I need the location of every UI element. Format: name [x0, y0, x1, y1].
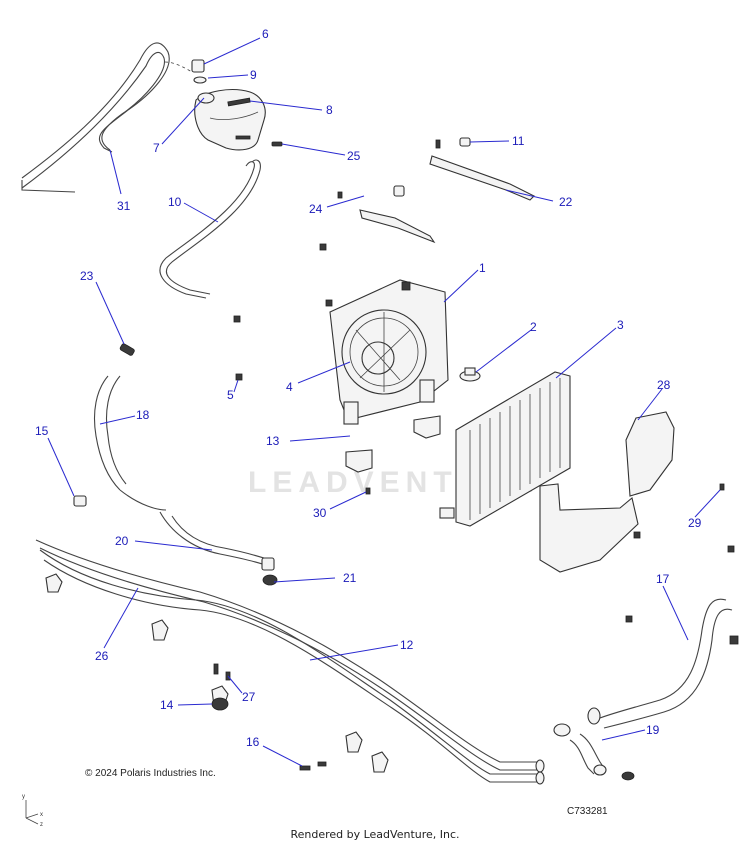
- callout-8: 8: [326, 103, 333, 117]
- copyright-notice: © 2024 Polaris Industries Inc.: [85, 768, 216, 779]
- callout-18: 18: [136, 408, 150, 422]
- lower-coolant-hose-part: [159, 511, 275, 571]
- leader-lines: [47, 37, 721, 767]
- upper-coolant-hose-part: [93, 375, 167, 511]
- upper-bracket-part: [429, 137, 535, 201]
- screw-part-25: [271, 141, 283, 147]
- axis-label-x: x: [40, 812, 43, 818]
- axis-label-y: y: [22, 794, 25, 800]
- axis-label-z: z: [40, 822, 43, 828]
- callout-labels: 1 2 3 4 5 6 7 8 9 10 11 12 13 14 15 16 1…: [35, 27, 702, 749]
- mounting-grommets: [45, 573, 389, 773]
- callout-2: 2: [530, 320, 537, 334]
- radiator-part: [439, 371, 571, 527]
- reservoir-cap-part: [191, 59, 207, 84]
- callout-31: 31: [117, 199, 131, 213]
- callout-10: 10: [168, 195, 182, 209]
- callout-27: 27: [242, 690, 256, 704]
- callout-11: 11: [512, 134, 525, 148]
- mid-bracket-part: [319, 185, 436, 251]
- callout-7: 7: [153, 141, 160, 155]
- callout-12: 12: [400, 638, 414, 652]
- coolant-tubes-part: [35, 539, 545, 785]
- fan-shroud-part: [329, 279, 449, 425]
- temp-sensor-part: [119, 343, 135, 356]
- clamp-part-14: [211, 697, 229, 711]
- callout-1: 1: [479, 261, 486, 275]
- radiator-bracket-part: [345, 415, 441, 473]
- callout-28: 28: [657, 378, 671, 392]
- callout-19: 19: [646, 723, 660, 737]
- axis-triad: y x z: [22, 794, 43, 828]
- callout-15: 15: [35, 424, 49, 438]
- callout-22: 22: [559, 195, 573, 209]
- rendered-by-footer: Rendered by LeadVenture, Inc.: [290, 828, 460, 841]
- callout-16: 16: [246, 735, 260, 749]
- callout-25: 25: [347, 149, 361, 163]
- callout-14: 14: [160, 698, 174, 712]
- callout-29: 29: [688, 516, 702, 530]
- callout-5: 5: [227, 388, 234, 402]
- coolant-reservoir-part: [194, 89, 266, 151]
- drawing-number: C733281: [567, 806, 608, 817]
- callout-30: 30: [313, 506, 327, 520]
- radiator-cap-part: [459, 367, 481, 382]
- callout-26: 26: [95, 649, 109, 663]
- reservoir-hose-part: [159, 159, 261, 299]
- callout-23: 23: [80, 269, 94, 283]
- callout-17: 17: [656, 572, 670, 586]
- callout-13: 13: [266, 434, 280, 448]
- callout-6: 6: [262, 27, 269, 41]
- fasteners: [233, 299, 735, 623]
- callout-3: 3: [617, 318, 624, 332]
- callout-9: 9: [250, 68, 257, 82]
- callout-20: 20: [115, 534, 129, 548]
- overflow-hose-part: [21, 42, 193, 193]
- hose-clamp-part-15: [73, 495, 87, 507]
- radiator-outlet-hose-part: [587, 598, 739, 729]
- hose-clamp-part-21: [262, 574, 278, 586]
- callout-21: 21: [343, 571, 357, 585]
- callout-24: 24: [309, 202, 323, 216]
- air-deflector-part: [539, 411, 675, 573]
- callout-4: 4: [286, 380, 293, 394]
- bypass-hose-part: [553, 723, 635, 781]
